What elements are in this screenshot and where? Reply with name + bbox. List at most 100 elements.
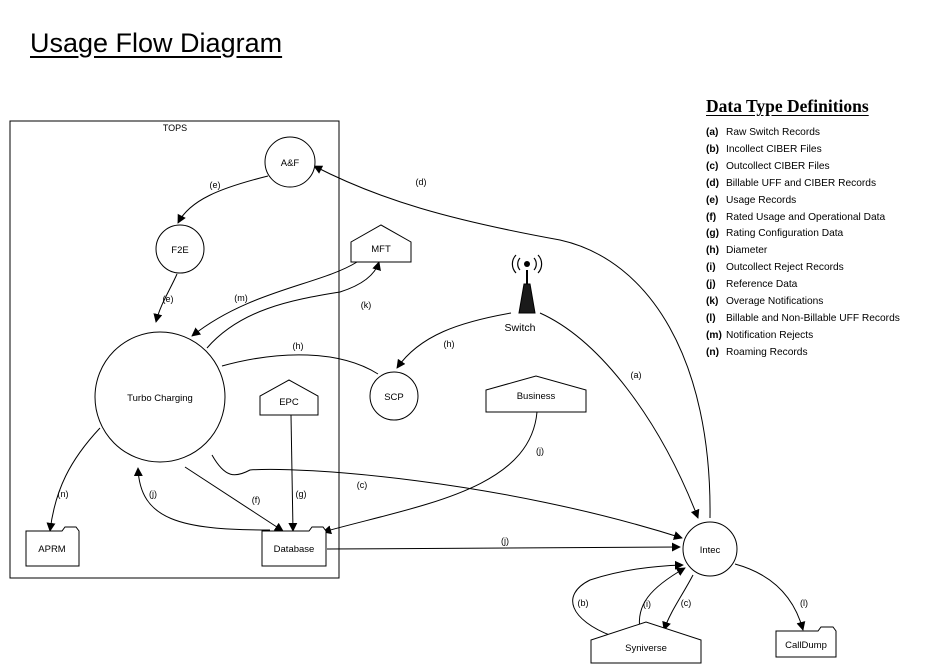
- edge-syniverse-intec-b: [572, 560, 684, 637]
- definition-code: (k): [706, 296, 719, 308]
- definition-item: (a) Raw Switch Records: [706, 125, 928, 142]
- definition-item: (g) Rating Configuration Data: [706, 226, 928, 243]
- label-db-intec: (j): [501, 536, 509, 546]
- definition-item: (b) Incollect CIBER Files: [706, 142, 928, 159]
- definition-text: Usage Records: [726, 194, 797, 206]
- edge-turbo-aprm: [46, 427, 101, 532]
- node-turbo-charging-label: Turbo Charging: [127, 393, 193, 404]
- edge-db-turbo: [133, 467, 271, 531]
- node-aprm: APRM: [25, 526, 80, 567]
- label-mft-turbo: (m): [234, 293, 248, 303]
- node-epc-label: EPC: [279, 397, 299, 408]
- label-intec-af: (d): [416, 177, 427, 187]
- definition-item: (h) Diameter: [706, 243, 928, 260]
- definition-item: (d)Billable UFF and CIBER Records: [706, 176, 928, 193]
- node-business: Business: [485, 375, 587, 413]
- label-syniverse-intec-b: (b): [578, 598, 589, 608]
- label-turbo-db: (f): [252, 495, 261, 505]
- node-f2e: F2E: [155, 224, 205, 274]
- label-turbo-aprm: (n): [58, 489, 69, 499]
- definition-text: Outcollect CIBER Files: [726, 160, 830, 172]
- node-scp-label: SCP: [384, 392, 404, 403]
- definition-item: (m) Notification Rejects: [706, 328, 928, 345]
- node-scp: SCP: [369, 371, 419, 421]
- definition-text: Raw Switch Records: [726, 127, 820, 138]
- label-db-turbo: (j): [149, 489, 157, 499]
- label-af-f2e: (e): [210, 180, 221, 190]
- node-intec: Intec: [682, 521, 738, 577]
- edge-switch-scp: [396, 312, 512, 369]
- node-aprm-label: APRM: [38, 544, 66, 555]
- label-turbo-intec: (c): [357, 480, 368, 490]
- edge-epc-db: [288, 414, 298, 532]
- tops-label: TOPS: [163, 123, 187, 133]
- label-turbo-mft: (k): [361, 300, 372, 310]
- definition-item: (k) Overage Notifications: [706, 294, 928, 311]
- definitions-list: (a) Raw Switch Records (b) Incollect CIBER…: [706, 125, 928, 362]
- node-business-label: Business: [517, 391, 556, 402]
- edge-turbo-scp: [221, 354, 379, 375]
- definition-item: (c) Outcollect CIBER Files: [706, 159, 928, 176]
- definition-code: (n): [706, 346, 720, 358]
- definition-code: (b): [706, 143, 720, 155]
- definition-code: (i): [706, 262, 716, 274]
- label-turbo-scp: (h): [293, 341, 304, 351]
- definition-item: (i) Outcollect Reject Records: [706, 260, 928, 277]
- definition-code: (f): [706, 211, 717, 223]
- node-turbo-charging: Turbo Charging: [94, 331, 226, 463]
- edge-turbo-mft: [206, 261, 381, 349]
- definition-code: (a): [706, 127, 719, 138]
- node-database: Database: [261, 526, 327, 567]
- definition-code: (j): [706, 279, 716, 291]
- definition-text: Outcollect Reject Records: [726, 262, 844, 274]
- node-epc: EPC: [259, 379, 319, 416]
- definition-text: Rated Usage and Operational Data: [726, 211, 886, 223]
- label-business-db: (j): [536, 446, 544, 456]
- edge-mft-turbo: [191, 261, 358, 337]
- definition-item: (n) Roaming Records: [706, 345, 928, 362]
- node-calldump-label: CallDump: [785, 640, 827, 651]
- definition-item: (j)Reference Data: [706, 277, 928, 294]
- edge-db-intec: [326, 542, 681, 552]
- definition-text: Rating Configuration Data: [726, 228, 844, 240]
- edge-turbo-db: [184, 466, 284, 532]
- node-syniverse-label: Syniverse: [625, 643, 667, 654]
- node-database-label: Database: [274, 544, 315, 555]
- definition-text: Notification Rejects: [726, 329, 814, 341]
- definitions-panel: Data Type Definitions (a) Raw Switch Reco…: [706, 96, 928, 362]
- tops-boundary: TOPS: [9, 120, 340, 579]
- definition-item: (f) Rated Usage and Operational Data: [706, 210, 928, 227]
- edge-intec-calldump: [734, 563, 806, 631]
- label-switch-scp: (h): [444, 339, 455, 349]
- definition-item: (l) Billable and Non-Billable UFF Records: [706, 311, 928, 328]
- definition-text: Incollect CIBER Files: [726, 143, 822, 155]
- definition-text: Roaming Records: [726, 346, 808, 358]
- definitions-title: Data Type Definitions: [706, 96, 869, 116]
- definition-code: (g): [706, 228, 720, 240]
- label-intec-syniverse: (c): [681, 598, 692, 608]
- definition-item: (e) Usage Records: [706, 193, 928, 210]
- definition-code: (e): [706, 194, 719, 206]
- node-mft: MFT: [350, 224, 412, 263]
- edge-syniverse-intec-i: [638, 567, 686, 631]
- edge-af-f2e: [177, 175, 269, 224]
- node-af-label: A&F: [281, 158, 300, 169]
- definition-code: (m): [706, 329, 722, 341]
- definition-code: (c): [706, 160, 719, 172]
- definition-text: Diameter: [726, 245, 768, 257]
- node-f2e-label: F2E: [171, 245, 188, 256]
- edge-intec-af: [313, 165, 711, 519]
- label-f2e-turbo: (e): [163, 294, 174, 304]
- definition-text: Overage Notifications: [726, 296, 824, 308]
- definition-code: (d): [706, 177, 720, 189]
- label-syniverse-intec-i: (i): [643, 599, 651, 609]
- edge-intec-syniverse: [662, 574, 694, 631]
- node-mft-label: MFT: [371, 244, 391, 255]
- definition-code: (l): [706, 312, 716, 324]
- node-syniverse: Syniverse: [590, 621, 702, 664]
- definition-text: Billable and Non-Billable UFF Records: [726, 312, 900, 324]
- edge-business-db: [322, 411, 538, 535]
- node-af: A&F: [264, 136, 316, 188]
- definition-code: (h): [706, 245, 720, 257]
